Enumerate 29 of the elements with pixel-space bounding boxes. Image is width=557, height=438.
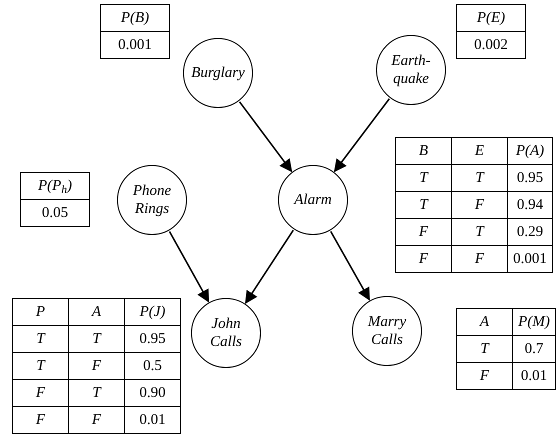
node-label: Marry Calls [366,313,408,349]
table-cell: 0.002 [456,31,526,59]
node-label: Burglary [190,64,246,82]
table-cell: 0.01 [512,362,556,390]
arrow [168,231,210,303]
table-cell: 0.05 [20,199,90,227]
node-label: Phone Rings [132,182,172,218]
table-cell: P(B) [100,4,170,32]
table-cell: P(M) [512,308,556,336]
table-cell: P(E) [456,4,526,32]
arrow [330,230,370,301]
node-label: Alarm [292,191,333,209]
arrow [245,230,294,304]
node-label: Earth- quake [390,52,432,88]
table-cell: B [395,137,452,165]
table-cell: 0.001 [100,31,170,59]
node-label: John Calls [209,315,243,351]
arrow [238,101,292,172]
table-cell: P(A) [507,137,553,165]
table-cell: P(J) [124,298,181,326]
table-cell: 0.001 [507,245,553,273]
table-cell: F [12,406,69,434]
table-cell: P [12,298,69,326]
table-cell: A [456,308,513,336]
arrow [334,98,390,172]
table-cell: P(P$_{h}$) [20,172,90,200]
table-cell: F [395,245,452,273]
table-cell: 0.01 [124,406,181,434]
table-cell: F [456,362,513,390]
